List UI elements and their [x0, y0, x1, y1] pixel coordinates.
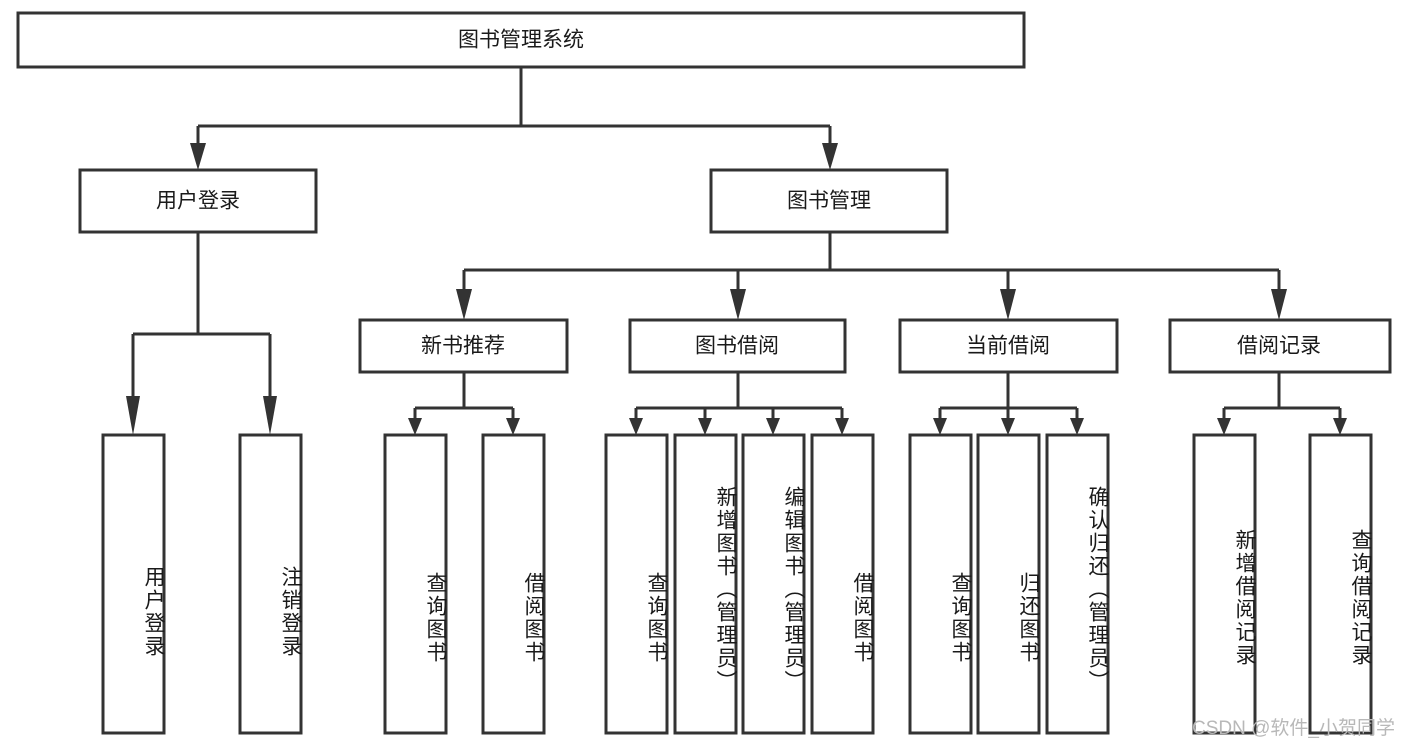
node-root-box[interactable]	[16, 11, 1026, 69]
arrow-head-leaf-logout	[263, 396, 277, 435]
node-user-login[interactable]: 用户登录	[78, 168, 318, 234]
arrow-head-leaf-add-book	[698, 418, 712, 435]
arrow-head-leaf-query-book-2	[629, 418, 643, 435]
node-borrow-record[interactable]: 借阅记录	[1168, 318, 1392, 374]
node-leaf-user-login-box[interactable]	[101, 433, 166, 735]
node-book-borrow-box[interactable]	[628, 318, 847, 374]
node-root[interactable]: 图书管理系统	[16, 11, 1026, 69]
arrow-head-leaf-query-record	[1333, 418, 1347, 435]
arrow-head-new-book-rec	[456, 289, 472, 320]
node-leaf-query-record-box[interactable]	[1308, 433, 1373, 735]
node-leaf-add-book-box[interactable]	[673, 433, 738, 735]
node-leaf-borrow-book-2-box[interactable]	[810, 433, 875, 735]
arrow-head-leaf-add-record	[1217, 418, 1231, 435]
node-new-book-rec-box[interactable]	[358, 318, 569, 374]
arrow-head-leaf-query-book-1	[408, 418, 422, 435]
arrow-head-book-manage	[822, 143, 838, 170]
node-leaf-logout-box[interactable]	[238, 433, 303, 735]
arrow-head-book-borrow	[730, 289, 746, 320]
node-current-borrow[interactable]: 当前借阅	[898, 318, 1119, 374]
arrow-head-leaf-borrow-book-2	[835, 418, 849, 435]
node-book-manage-label: 图书管理	[787, 190, 871, 213]
connector-user-login-to-leaves	[126, 232, 277, 435]
node-borrow-record-label: 借阅记录	[1237, 335, 1321, 358]
arrow-head-leaf-borrow-book-1	[506, 418, 520, 435]
arrow-head-borrow-record	[1271, 289, 1287, 320]
node-new-book-rec-label: 新书推荐	[421, 335, 505, 358]
node-book-borrow[interactable]: 图书借阅	[628, 318, 847, 374]
node-leaf-confirm-return-box[interactable]	[1045, 433, 1110, 735]
connector-current-borrow-to-leaves	[933, 372, 1084, 435]
node-user-login-label: 用户登录	[156, 190, 240, 213]
connector-root-to-level2	[190, 67, 838, 170]
node-leaf-borrow-book-1-box[interactable]	[481, 433, 546, 735]
node-borrow-record-box[interactable]	[1168, 318, 1392, 374]
arrow-head-leaf-confirm-return	[1070, 418, 1084, 435]
connector-borrow-record-to-leaves	[1217, 372, 1347, 435]
node-book-manage-box[interactable]	[709, 168, 949, 234]
node-book-manage[interactable]: 图书管理	[709, 168, 949, 234]
node-new-book-rec[interactable]: 新书推荐	[358, 318, 569, 374]
node-leaf-query-book-2-box[interactable]	[604, 433, 669, 735]
node-leaf-add-record-box[interactable]	[1192, 433, 1257, 735]
node-current-borrow-box[interactable]	[898, 318, 1119, 374]
arrow-head-leaf-edit-book	[766, 418, 780, 435]
node-current-borrow-label: 当前借阅	[966, 335, 1050, 358]
node-leaf-query-book-3-box[interactable]	[908, 433, 973, 735]
node-root-label: 图书管理系统	[458, 29, 584, 52]
node-book-borrow-label: 图书借阅	[695, 335, 779, 358]
arrow-head-leaf-return-book	[1001, 418, 1015, 435]
arrow-head-user-login	[190, 143, 206, 170]
leaf-boxes	[101, 433, 1373, 735]
node-leaf-edit-book-box[interactable]	[741, 433, 806, 735]
arrow-head-leaf-user-login	[126, 396, 140, 435]
connector-book-manage-to-level3	[456, 232, 1287, 320]
csdn-watermark: CSDN @软件_小贺同学	[1192, 718, 1395, 739]
arrow-head-current-borrow	[1000, 289, 1016, 320]
connector-new-book-rec-to-leaves	[408, 372, 520, 435]
node-user-login-box[interactable]	[78, 168, 318, 234]
arrow-head-leaf-query-book-3	[933, 418, 947, 435]
node-leaf-query-book-1-box[interactable]	[383, 433, 448, 735]
node-leaf-return-book-box[interactable]	[976, 433, 1041, 735]
connector-book-borrow-to-leaves	[629, 372, 849, 435]
